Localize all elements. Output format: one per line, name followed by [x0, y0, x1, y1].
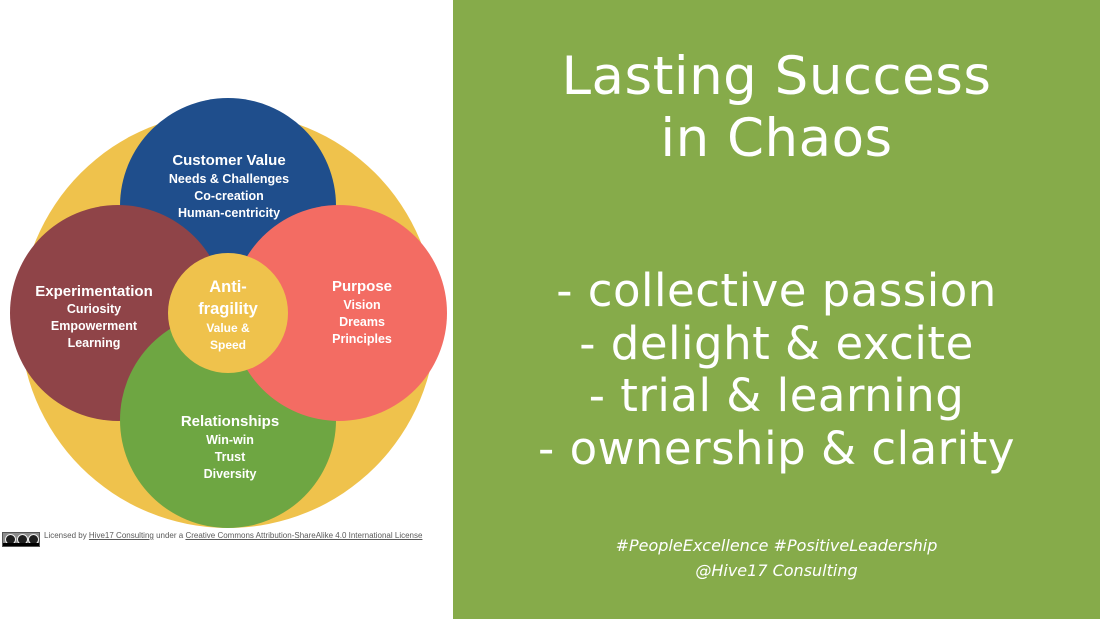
slide-title-line: Lasting Success [561, 46, 992, 107]
relationships-item: Trust [215, 450, 246, 464]
handle: @Hive17 Consulting [695, 561, 858, 580]
hashtag-block: #PeopleExcellence #PositiveLeadership @H… [453, 533, 1100, 583]
cc-by-sa-badge-icon[interactable] [2, 532, 40, 547]
purpose-item: Dreams [339, 315, 385, 329]
bullet-list: - collective passion - delight & excite … [453, 264, 1100, 475]
customer-value-item: Needs & Challenges [169, 172, 289, 186]
circle-purpose [231, 205, 447, 421]
customer-value-item: Co-creation [194, 189, 263, 203]
badge-strip [3, 543, 39, 546]
experimentation-item: Curiosity [67, 302, 121, 316]
purpose-title: Purpose [332, 278, 392, 295]
bullet-item: - ownership & clarity [538, 421, 1015, 475]
bullet-item: - collective passion [556, 264, 997, 317]
relationships-item: Win-win [206, 433, 254, 447]
license-row: Licensed by Hive17 Consulting under a Cr… [2, 529, 452, 549]
customer-value-title: Customer Value [172, 152, 285, 169]
license-middle: under a [153, 531, 186, 540]
customer-value-item: Human-centricity [178, 206, 280, 220]
hashtags: #PeopleExcellence #PositiveLeadership [615, 536, 938, 555]
venn-diagram: Customer Value Needs & Challenges Co-cre… [10, 98, 447, 528]
relationships-title: Relationships [181, 413, 279, 430]
center-title-line: Anti- [209, 278, 247, 296]
center-title-line: fragility [198, 300, 258, 318]
slide-title: Lasting Success in Chaos [453, 46, 1100, 170]
bullet-item: - delight & excite [579, 316, 974, 370]
experimentation-item: Empowerment [51, 319, 138, 333]
hive17-link[interactable]: Hive17 Consulting [88, 531, 154, 540]
license-text: Licensed by Hive17 Consulting under a Cr… [44, 531, 422, 540]
purpose-item: Vision [343, 298, 380, 312]
center-circle [168, 253, 288, 373]
experimentation-title: Experimentation [35, 283, 153, 300]
center-item: Speed [210, 338, 246, 352]
bullet-item: - trial & learning [588, 369, 965, 422]
purpose-item: Principles [332, 332, 392, 346]
diagram-panel: Customer Value Needs & Challenges Co-cre… [0, 0, 453, 619]
relationships-item: Diversity [204, 467, 257, 481]
experimentation-item: Learning [68, 336, 121, 350]
cc-license-link[interactable]: Creative Commons Attribution-ShareAlike … [185, 531, 423, 540]
slide-title-line: in Chaos [660, 108, 893, 169]
green-panel: Lasting Success in Chaos - collective pa… [453, 0, 1100, 619]
center-item: Value & [206, 321, 250, 335]
license-prefix: Licensed by [44, 531, 89, 540]
